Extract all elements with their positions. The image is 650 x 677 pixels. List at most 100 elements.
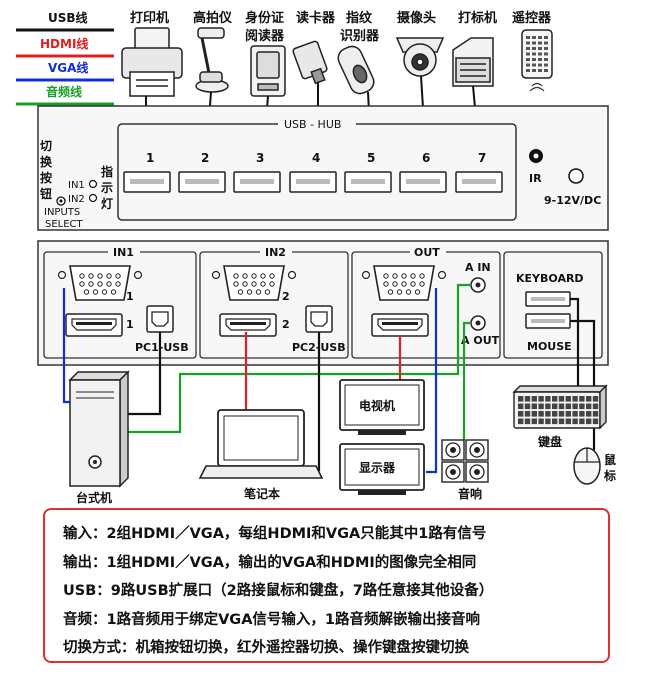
out-title: OUT	[414, 246, 440, 259]
hub-usb-port-3[interactable]	[233, 171, 281, 193]
monitor-icon	[339, 443, 425, 495]
remote-label: 遥控器	[512, 10, 552, 26]
label-printer-icon	[452, 37, 494, 87]
spec-notes-box: 输入：2组HDMI／VGA，每组HDMI和VGA只能其中1路有信号 输出：1组H…	[43, 508, 610, 663]
hub-port-number: 1	[146, 151, 154, 165]
mouse-port-label: MOUSE	[527, 340, 572, 353]
switch-label-1: 切	[40, 139, 52, 153]
camera-label: 摄像头	[397, 10, 436, 26]
hub-usb-port-2[interactable]	[178, 171, 226, 193]
select-label: SELECT	[45, 219, 84, 230]
indicator-in2-led	[88, 193, 98, 203]
card-reader-label: 读卡器	[296, 10, 336, 26]
printer-icon	[121, 27, 183, 97]
hub-port-number: 2	[201, 151, 209, 165]
keyboard-icon	[512, 384, 608, 430]
in1-vga-number: 1	[126, 290, 134, 303]
note-audio: 音频：1路音频用于绑定VGA信号输入，1路音频解嵌输出接音响	[63, 611, 481, 628]
fingerprint-reader-icon	[337, 45, 375, 95]
in1-vga-port[interactable]	[57, 265, 143, 301]
laptop-icon	[198, 409, 324, 479]
monitor-label: 显示器	[359, 461, 396, 475]
hub-usb-port-1[interactable]	[123, 171, 171, 193]
in1-hdmi-port[interactable]	[65, 313, 123, 337]
indicator-in1-led	[88, 179, 98, 189]
camera-icon	[395, 37, 445, 77]
audio-in-label: A IN	[465, 261, 491, 274]
tv-icon	[339, 379, 425, 435]
switch-label-2: 换	[40, 154, 53, 169]
pc1-usb-b-port[interactable]	[146, 305, 174, 333]
desktop-tower-icon	[68, 370, 130, 488]
kvm-section	[503, 251, 603, 359]
note-input: 输入：2组HDMI／VGA，每组HDMI和VGA只能其中1路有信号	[63, 526, 487, 542]
note-switch-mode: 切换方式：机箱按钮切换，红外遥控器切换、操作键盘按键切换	[63, 640, 469, 656]
in2-vga-number: 2	[282, 290, 290, 303]
desktop-label: 台式机	[76, 490, 112, 505]
rear-panel: IN1 IN2 OUT 1 1 2 2 PC1-USB PC2-USB A IN…	[37, 240, 609, 366]
scanner-label: 高拍仪	[193, 10, 233, 26]
audio-cable-speaker	[462, 321, 471, 440]
power-label: 9-12V/DC	[544, 194, 601, 207]
indicator-label-2: 示	[100, 181, 113, 195]
pc1-usb-label: PC1-USB	[135, 341, 189, 354]
in2-title: IN2	[265, 246, 286, 259]
id-reader-label-2: 阅读器	[245, 28, 285, 44]
indicator-label-1: 指	[101, 164, 113, 179]
vga-cable-desktop	[62, 288, 70, 404]
note-output: 输出：1组HDMI／VGA，输出的VGA和HDMI的图像完全相同	[63, 554, 477, 571]
hub-usb-port-6[interactable]	[399, 171, 447, 193]
out-vga-port[interactable]	[361, 265, 447, 301]
document-scanner-icon	[195, 27, 229, 93]
legend-vga-label: VGA线	[48, 60, 88, 75]
rear-chassis	[37, 240, 609, 366]
in1-hdmi-number: 1	[126, 318, 134, 331]
hub-port-number: 4	[312, 151, 320, 165]
indicator-in1-label: IN1	[68, 180, 85, 191]
mouse-label-2: 标	[603, 468, 616, 483]
fingerprint-label-1: 指纹	[346, 10, 373, 26]
note-usb: USB：9路USB扩展口（2路接鼠标和键盘，7路任意接其他设备）	[63, 583, 494, 599]
inputs-label: INPUTS	[44, 207, 80, 218]
speaker-icon	[441, 439, 489, 483]
vga-cable-monitor	[426, 288, 438, 474]
pc2-usb-b-port[interactable]	[305, 305, 333, 333]
hub-port-number: 7	[478, 151, 486, 165]
hub-port-number: 6	[422, 151, 430, 165]
id-reader-icon	[250, 45, 286, 97]
usb-cable-desktop	[126, 332, 162, 416]
hub-port-number: 5	[367, 151, 375, 165]
printer-label: 打印机	[130, 10, 169, 26]
usb-cable-keyboard	[570, 297, 580, 388]
keyboard-label: 键盘	[537, 434, 562, 449]
indicator-label-3: 灯	[101, 196, 113, 211]
remote-control-icon	[521, 29, 553, 92]
mouse-icon	[573, 447, 601, 485]
indicator-in2-label: IN2	[68, 194, 85, 205]
in2-vga-port[interactable]	[211, 265, 297, 301]
audio-out-label: A OUT	[461, 334, 500, 347]
tv-label: 电视机	[359, 398, 395, 413]
hub-usb-port-4[interactable]	[289, 171, 337, 193]
keyboard-port-label: KEYBOARD	[516, 272, 584, 285]
power-jack-icon	[568, 168, 584, 184]
id-reader-label-1: 身份证	[245, 10, 284, 26]
label-printer-label: 打标机	[458, 10, 497, 26]
fingerprint-label-2: 识别器	[340, 29, 380, 44]
card-reader-icon	[292, 40, 328, 85]
in1-title: IN1	[113, 246, 134, 259]
out-hdmi-port[interactable]	[371, 313, 429, 337]
hub-port-number: 3	[256, 151, 264, 165]
hub-usb-port-7[interactable]	[455, 171, 503, 193]
switch-label-4: 钮	[40, 186, 52, 201]
legend-usb-label: USB线	[48, 10, 88, 25]
speaker-label: 音响	[458, 486, 482, 501]
in2-hdmi-port[interactable]	[219, 313, 277, 337]
switch-label-3: 按	[40, 170, 52, 185]
in2-hdmi-number: 2	[282, 318, 290, 331]
ir-label: IR	[529, 172, 542, 185]
laptop-label: 笔记本	[244, 486, 280, 501]
hub-usb-port-5[interactable]	[344, 171, 392, 193]
